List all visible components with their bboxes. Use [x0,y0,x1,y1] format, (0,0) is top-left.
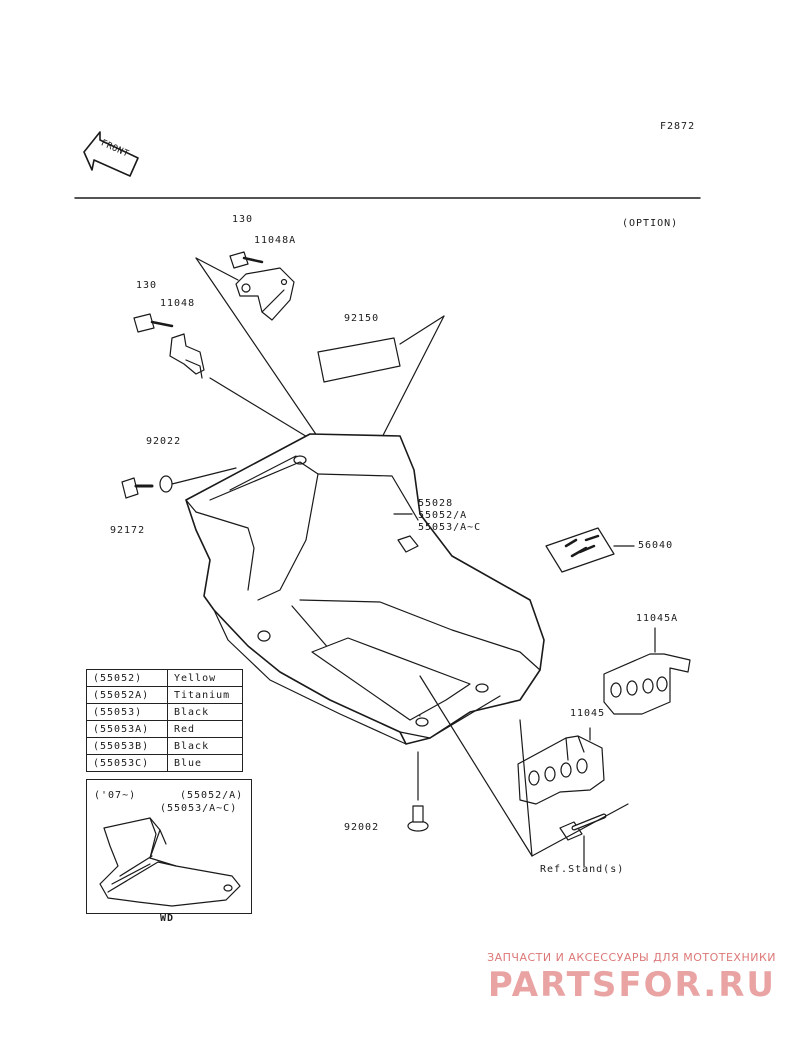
table-color: Black [167,737,243,755]
part-130-top: 130 [232,214,254,225]
washer-92022 [159,475,173,493]
bracket-11045 [517,735,605,805]
option-label: (OPTION) [622,218,679,229]
table-color: Yellow [167,669,243,687]
label-92150 [317,337,401,383]
under-cowl [185,433,545,745]
part-11048: 11048 [160,298,196,309]
color-table: (55052)Yellow (55052A)Titanium (55053)Bl… [86,669,243,772]
bracket-11048 [169,333,205,379]
table-row: (55052)Yellow [86,669,243,687]
inset-box [86,779,252,914]
table-color: Red [167,720,243,738]
table-color: Titanium [167,686,243,704]
inset-cowl-drawing [99,817,241,907]
bracket-11048a [235,267,295,321]
table-row: (55053C)Blue [86,754,243,772]
table-code: (55053C) [86,754,168,772]
part-92002: 92002 [344,822,380,833]
inset-part1: (55052/A) [180,790,244,801]
table-row: (55053A)Red [86,720,243,738]
fastener-92002 [407,805,429,832]
part-92172: 92172 [110,525,146,536]
part-11045: 11045 [570,708,606,719]
table-code: (55053A) [86,720,168,738]
part-92022: 92022 [146,436,182,447]
inset-part2: (55053/A~C) [160,803,238,814]
table-color: Black [167,703,243,721]
figure-code: F2872 [660,121,696,132]
bolt-130-top [229,251,264,269]
table-code: (55052A) [86,686,168,704]
part-56040: 56040 [638,540,674,551]
table-code: (55053) [86,703,168,721]
table-color: Blue [167,754,243,772]
inset-caption: WD [160,913,175,924]
stand-bolt [559,813,607,841]
table-row: (55053)Black [86,703,243,721]
inset-year: ('07~) [94,790,137,801]
bolt-92172 [121,477,154,499]
label-56040 [545,527,615,573]
bracket-11045a [603,653,691,715]
bolt-130-left [133,313,174,333]
table-code: (55052) [86,669,168,687]
part-55028: 55028 [418,498,454,509]
watermark-tagline: ЗАПЧАСТИ И АКСЕССУАРЫ ДЛЯ МОТОТЕХНИКИ [487,951,776,964]
watermark-logo: PARTSFOR.RU [487,965,776,1005]
part-55052a: 55052/A [418,510,468,521]
table-code: (55053B) [86,737,168,755]
table-row: (55053B)Black [86,737,243,755]
part-55053ac: 55053/A~C [418,522,482,533]
part-130-left: 130 [136,280,158,291]
table-row: (55052A)Titanium [86,686,243,704]
part-92150: 92150 [344,313,380,324]
ref-stand-label: Ref.Stand(s) [540,864,625,875]
front-arrow-icon [83,131,139,177]
part-11048a: 11048A [254,235,297,246]
part-11045a: 11045A [636,613,679,624]
